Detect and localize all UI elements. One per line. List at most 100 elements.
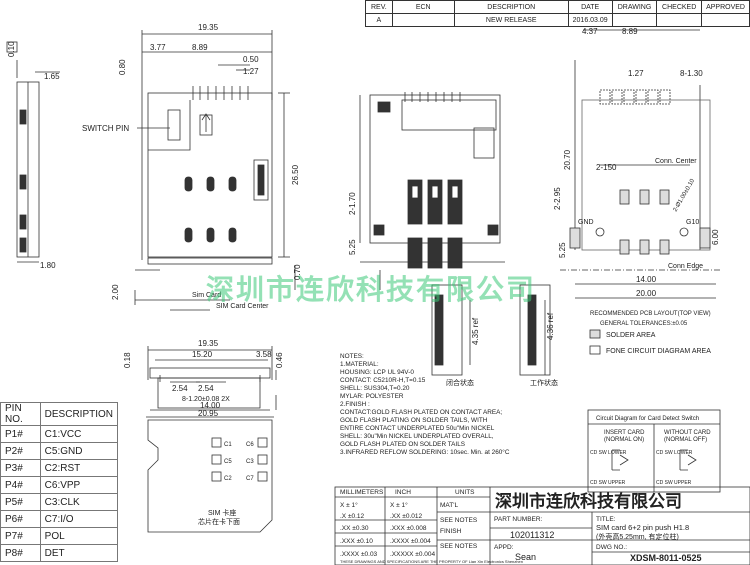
tb-see-notes-2: SEE NOTES — [440, 543, 478, 550]
top-main-view — [134, 30, 296, 311]
notes-line: NOTES: — [340, 353, 364, 360]
dim-r130: 8-1.30 — [680, 69, 703, 78]
dim-r525: 5.25 — [558, 242, 567, 258]
dim-pad: 8-1.20±0.08 2X — [182, 396, 230, 403]
tb-tol4a: .XXX ±0.10 — [340, 538, 373, 545]
watermark: 深圳市连欣科技有限公司 — [206, 273, 537, 306]
circuit-sw-upper-b: CD SW UPPER — [656, 480, 692, 486]
gnd-label: GND — [578, 219, 594, 226]
pin-desc: C5:GND — [39, 442, 119, 460]
dim-top-width: 19.35 — [198, 23, 219, 32]
ecn-value — [391, 13, 455, 27]
pin-desc: POL — [39, 527, 119, 545]
pin-no: P3# — [0, 459, 41, 477]
contact-c1: C1 — [224, 442, 232, 448]
dim-525: 5.25 — [348, 239, 357, 255]
circuit-insert: INSERT CARD — [604, 430, 645, 436]
dim-rhole: 2-Ø1.00±0.10 — [673, 178, 697, 213]
notes-line: GOLD FLASH PLATING ON SOLDER TAILS, WITH — [340, 417, 488, 424]
dim-070: 0.70 — [293, 264, 302, 280]
tb-tol2a: .X ±0.12 — [340, 513, 365, 520]
side-caption-right: 工作状态 — [530, 378, 558, 387]
dim-127: 1.27 — [243, 67, 259, 76]
dim-435: 4.35 ref — [471, 317, 480, 345]
solder-area-label: SOLDER AREA — [606, 332, 656, 339]
pcb-layout-view — [560, 29, 720, 355]
tb-tol3a: .XX ±0.30 — [340, 525, 369, 532]
dim-046: 0.46 — [275, 352, 284, 368]
notes-line: ENTIRE CONTACT UNDERPLATED 50u"Min NICKE… — [340, 425, 495, 432]
dim-1400: 14.00 — [200, 401, 221, 410]
notes-line: 2.FINISH : — [340, 401, 370, 408]
tb-units: UNITS — [455, 489, 475, 496]
pin-no: P1# — [0, 425, 41, 443]
tb-title-line2: (外壳高5.25mm, 有定位柱) — [596, 532, 679, 541]
title-block-text: MILLIMETERS INCH UNITS X ± 1° X ± 1° .X … — [340, 489, 702, 564]
pin-desc: DET — [39, 544, 119, 562]
switch-pin-label: SWITCH PIN — [82, 124, 129, 133]
tb-title-label: TITLE: — [596, 516, 616, 523]
dim-r437: 4.37 — [582, 27, 598, 36]
circuit-title: Circuit Diagram for Card Detect Switch — [596, 416, 699, 422]
date-value: 2016.03.09 — [567, 13, 613, 27]
notes-line: HOUSING: LCP UL 94V-0 — [340, 369, 414, 376]
contact-pad-view — [147, 419, 273, 533]
tb-disclaimer: THESE DRAWINGS AND SPECIFICATIONS ARE TH… — [340, 559, 523, 564]
dim-080: 0.80 — [118, 59, 127, 75]
contact-c7: C7 — [246, 476, 254, 482]
dim-254a: 2.54 — [172, 384, 188, 393]
contact-c6: C6 — [246, 442, 254, 448]
notes-block: NOTES: 1.MATERIAL: HOUSING: LCP UL 94V-0… — [340, 353, 510, 456]
conn-center-label: Conn. Center — [655, 158, 697, 165]
circuit-sw-lower-b: CD SW LOWER — [656, 450, 693, 456]
tb-appd: Sean — [515, 552, 536, 562]
notes-line: CONTACT:GOLD FLASH PLATED ON CONTACT ARE… — [340, 409, 502, 416]
bottom-front-view — [146, 346, 277, 418]
dim-254b: 2.54 — [198, 384, 214, 393]
revision-table: REV. ECN DESCRIPTION DATE DRAWING CHECKE… — [365, 0, 750, 27]
dim-2650: 26.50 — [291, 164, 300, 185]
circuit-sw-upper-a: CD SW UPPER — [590, 480, 626, 486]
fone-area-label: FONE CIRCUIT DIAGRAM AREA — [606, 348, 711, 355]
tb-part-number: 102011312 — [510, 530, 554, 540]
notes-line: GOLD FLASH PLATED ON SOLDER TAILS — [340, 441, 465, 448]
pin-desc: C7:I/O — [39, 510, 119, 528]
tb-dwg-no-label: DWG NO.: — [596, 544, 627, 551]
dim-180: 1.80 — [40, 261, 56, 270]
dim-r295: 2-2.95 — [553, 187, 562, 210]
dim-r2000: 20.00 — [636, 289, 657, 298]
tb-tol3b: .XXX ±0.008 — [390, 525, 427, 532]
dim-018: 0.18 — [123, 352, 132, 368]
sim-card-label: Sim Card — [192, 292, 221, 299]
tb-see-notes-1: SEE NOTES — [440, 517, 478, 524]
tb-dwg-no: XDSM-8011-0525 — [630, 553, 702, 563]
dim-r436: 4.36 ref — [546, 312, 555, 340]
tb-tol1a: X ± 1° — [340, 501, 358, 509]
pin-no: P4# — [0, 476, 41, 494]
notes-line: 1.MATERIAL: — [340, 361, 379, 368]
rev-value: A — [365, 13, 393, 27]
conn-edge-label: Conn Edge — [668, 263, 703, 270]
pin-header-desc: DESCRIPTION — [39, 402, 119, 426]
pin-no: P5# — [0, 493, 41, 511]
pcb-layout-title: RECOMMENDED PCB LAYOUT(TOP VIEW) — [590, 311, 711, 317]
tb-matl: MAT'L — [440, 502, 458, 509]
contact-c2: C2 — [224, 476, 232, 482]
dim-889: 8.89 — [192, 43, 208, 52]
dim-170: 2-1.70 — [348, 192, 357, 215]
c10-label: G10 — [686, 219, 699, 226]
notes-line: MYLAR: POLYESTER — [340, 393, 404, 400]
tb-tol2b: .XX ±0.012 — [390, 513, 423, 520]
side-caption-left: 闭合状态 — [446, 378, 474, 387]
dim-r1400: 14.00 — [636, 275, 657, 284]
dim-r600: 6.00 — [711, 229, 720, 245]
tb-tol5b: .XXXXX ±0.004 — [390, 551, 436, 558]
approved-value — [701, 13, 750, 27]
pin-desc: C1:VCC — [39, 425, 119, 443]
side-state-views — [431, 284, 551, 376]
tb-millimeters: MILLIMETERS — [340, 489, 384, 496]
notes-line: CONTACT: C5210R-H,T=0.15 — [340, 377, 426, 384]
tb-tol1b: X ± 1° — [390, 501, 408, 509]
pin-no: P8# — [0, 544, 41, 562]
